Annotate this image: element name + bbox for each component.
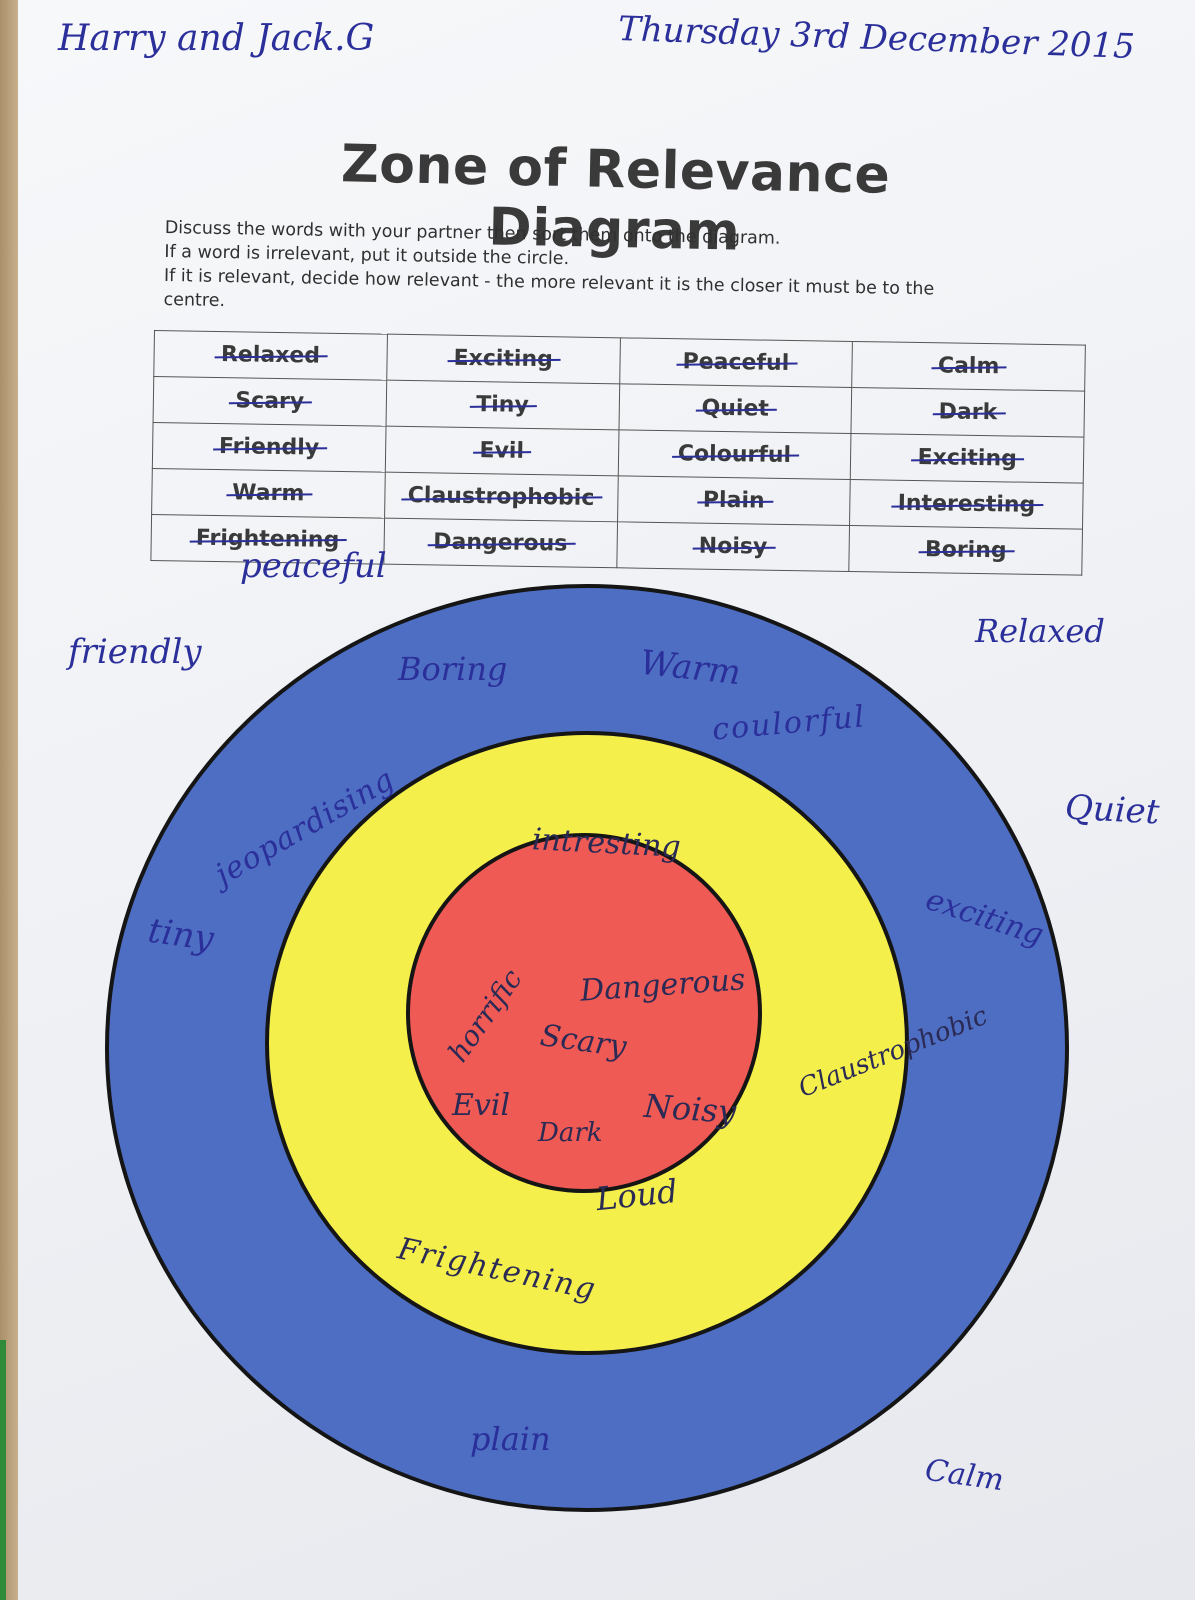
table-cell: Claustrophobic: [384, 472, 618, 522]
table-cell: Quiet: [618, 383, 852, 434]
table-cell: Friendly: [152, 422, 386, 473]
table-cell: Exciting: [850, 433, 1084, 484]
table-cell: Exciting: [386, 334, 620, 384]
word-dark: Dark: [538, 1118, 603, 1148]
student-names: Harry and Jack.G: [58, 18, 375, 59]
word-friendly: friendly: [68, 632, 202, 672]
table-cell: Peaceful: [619, 337, 853, 388]
table-cell: Calm: [851, 341, 1086, 392]
table-cell: Interesting: [849, 479, 1084, 530]
table-cell: Evil: [385, 426, 619, 476]
green-border-edge: [0, 1340, 6, 1600]
word-noisy: Noisy: [642, 1086, 738, 1132]
table-cell: Scary: [153, 376, 387, 427]
word-boring: Boring: [398, 650, 508, 688]
background-board: [0, 0, 22, 1600]
word-table: Relaxed Exciting Peaceful Calm Scary Tin…: [150, 330, 1086, 576]
table-cell: Boring: [849, 525, 1083, 576]
word-plain: plain: [470, 1420, 551, 1458]
table-cell: Tiny: [385, 380, 620, 430]
word-evil: Evil: [452, 1088, 511, 1123]
table-cell: Colourful: [617, 429, 852, 480]
table-cell: Dangerous: [383, 518, 618, 568]
centre-circle: [406, 833, 762, 1193]
table-cell: Warm: [151, 468, 386, 519]
table-cell: Dark: [851, 387, 1085, 438]
word-quiet: Quiet: [1064, 787, 1161, 833]
instructions: Discuss the words with your partner then…: [163, 216, 1025, 327]
relevance-target-diagram: [105, 584, 1069, 1512]
table-cell: Plain: [617, 475, 851, 526]
table-cell: Relaxed: [153, 330, 388, 381]
word-peaceful: peaceful: [240, 546, 387, 586]
table-cell: Noisy: [616, 521, 850, 572]
word-relaxed: Relaxed: [975, 612, 1105, 650]
